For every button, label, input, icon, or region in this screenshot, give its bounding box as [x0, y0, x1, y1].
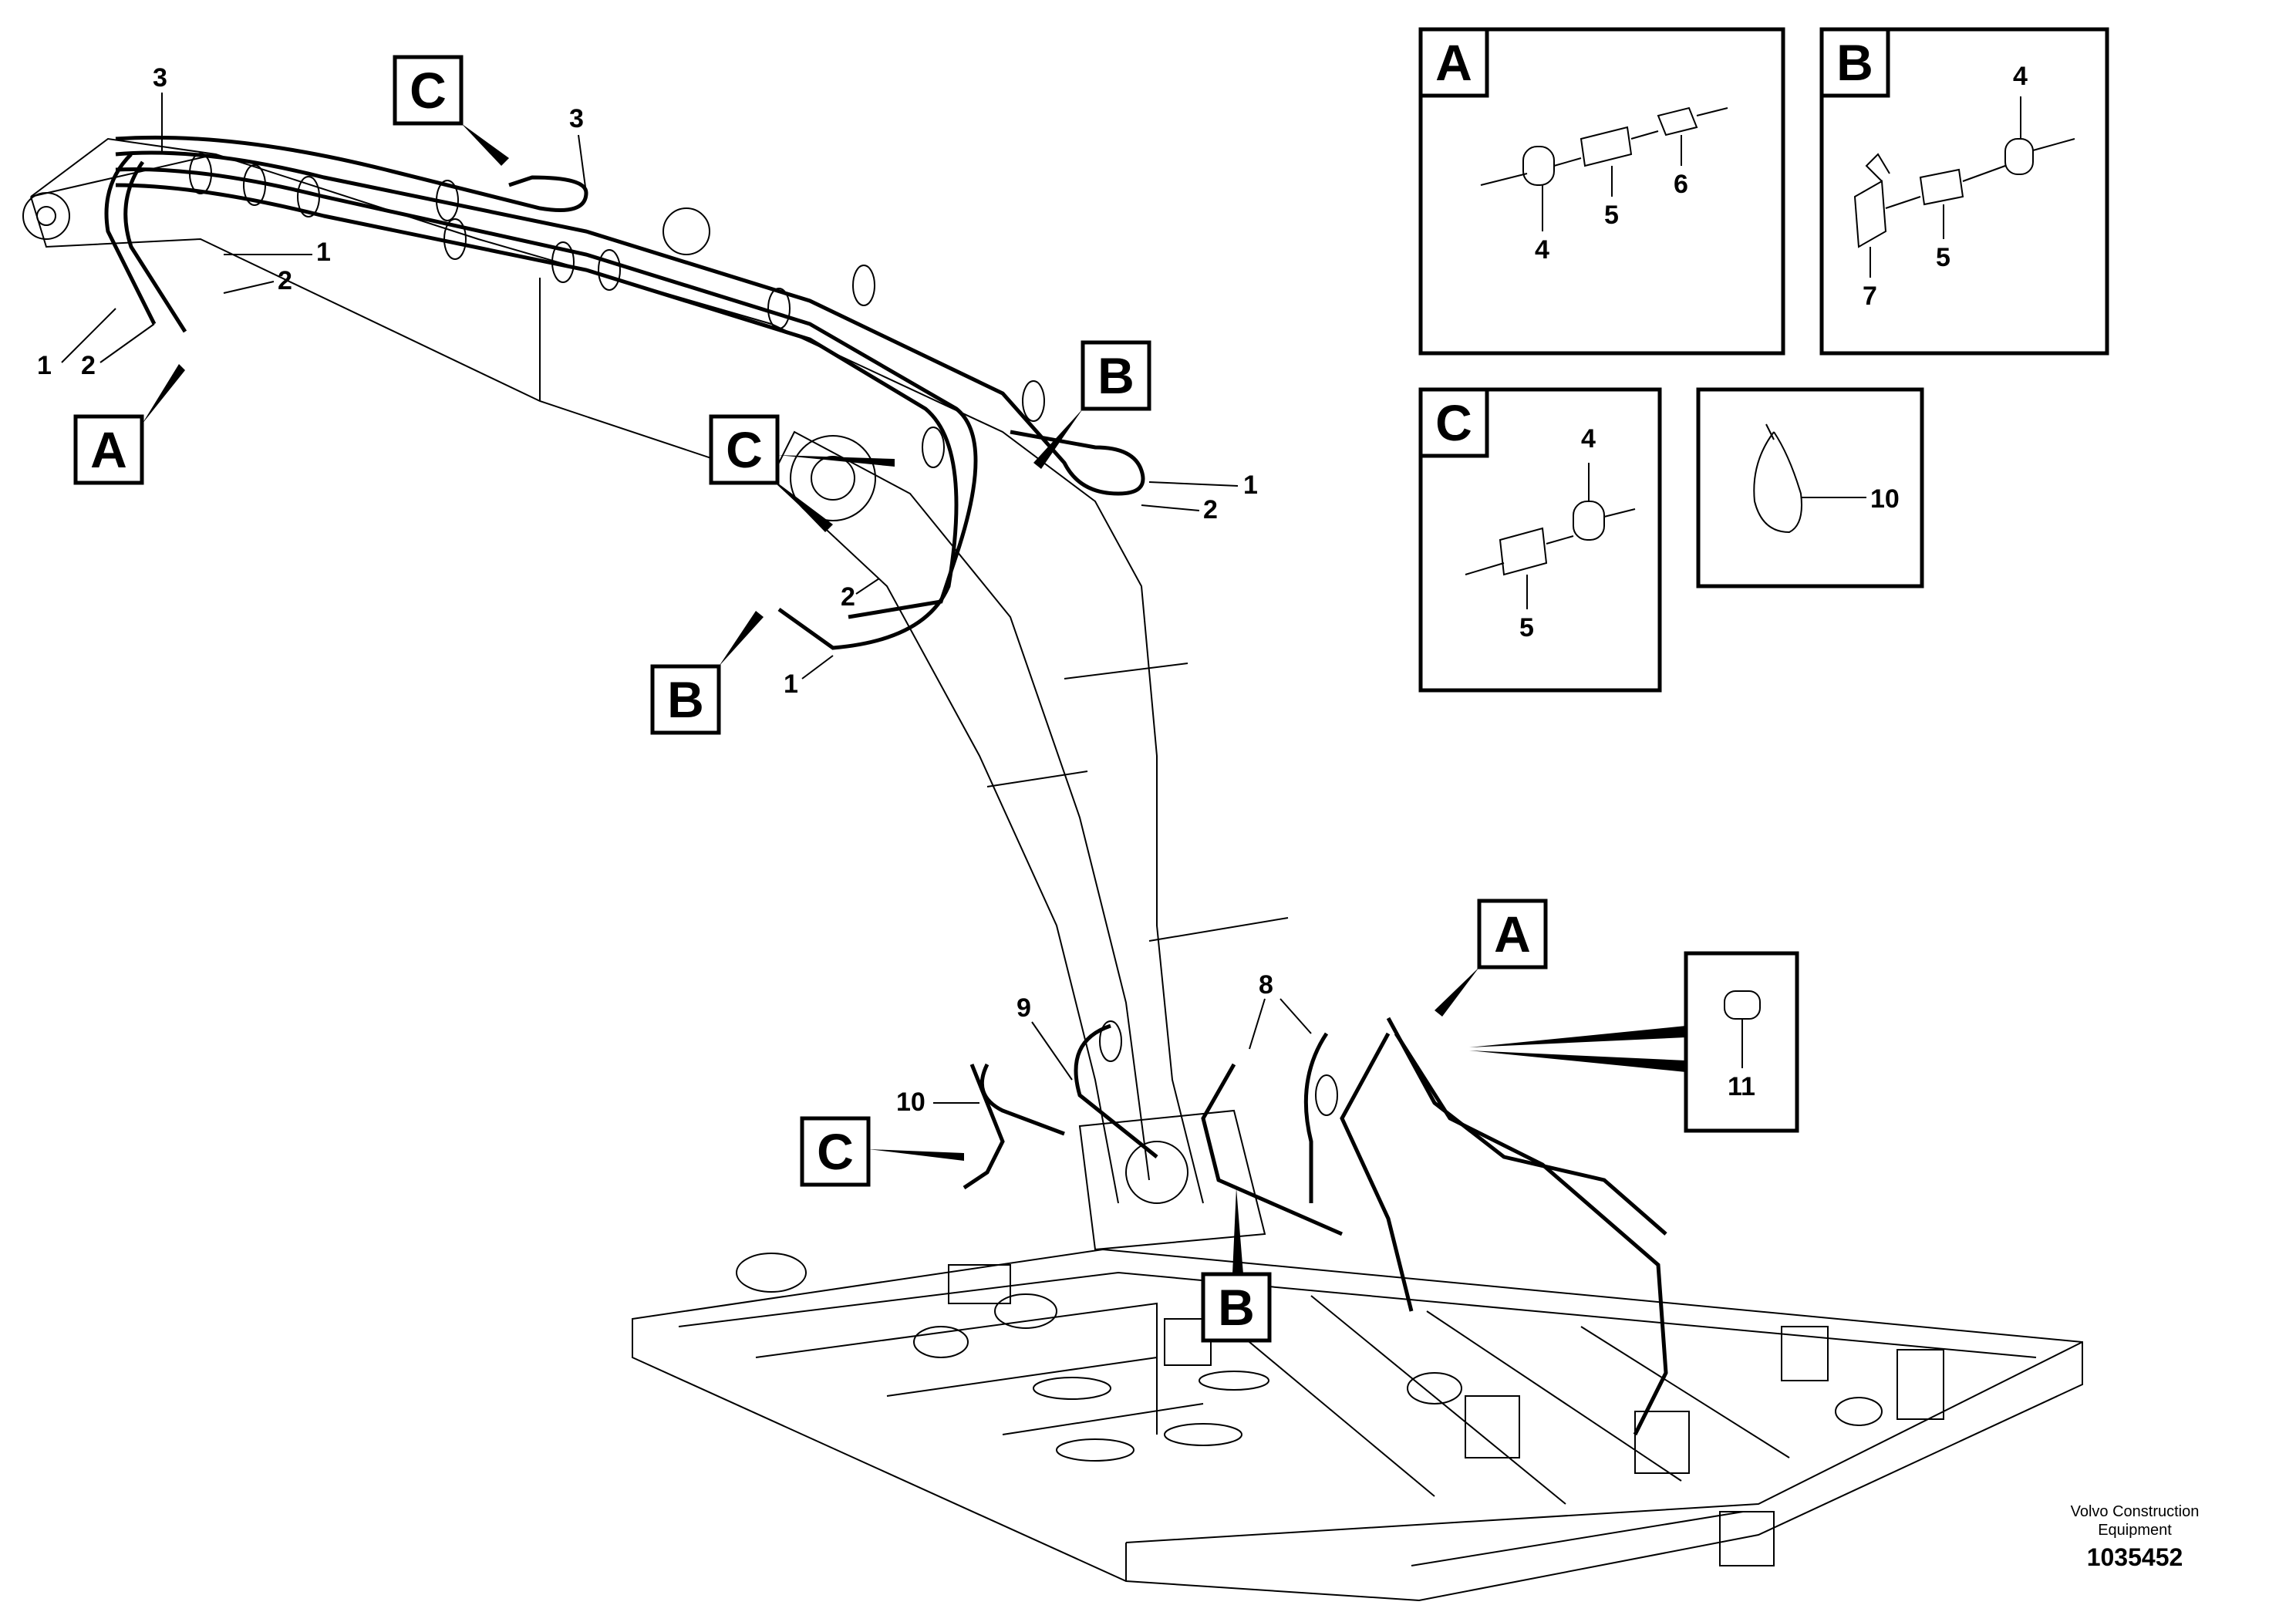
tag-b-upper: B: [1033, 340, 1151, 469]
svg-text:B: B: [1218, 1279, 1255, 1336]
detail-view-a: A 4 5 6: [1418, 27, 1785, 356]
tag-c-mid: C: [709, 414, 895, 532]
svg-text:B: B: [667, 671, 704, 728]
callout-1-right: 1: [1243, 470, 1258, 500]
detail-view-c: C 4 5: [1418, 387, 1662, 693]
detail-a-callout-6: 6: [1674, 170, 1688, 199]
callout-8: 8: [1259, 970, 1273, 1000]
callout-9: 9: [1017, 993, 1031, 1023]
callout-2-left-upper: 2: [278, 266, 292, 295]
callout-1-left-upper: 1: [316, 238, 331, 267]
detail-b-callout-5: 5: [1936, 243, 1950, 272]
detail-view-b: B 4 5 7: [1819, 27, 2109, 356]
detail-plug-callout-11: 11: [1728, 1072, 1755, 1101]
svg-text:C: C: [817, 1123, 854, 1180]
detail-b-title: B: [1836, 34, 1873, 91]
tag-a-lower: A: [1435, 899, 1548, 1017]
company-name-line1: Volvo Construction: [2071, 1503, 2200, 1520]
detail-c-callout-5: 5: [1519, 613, 1534, 642]
tag-c-lower: C: [800, 1116, 964, 1187]
callouts-main: 3 1 2 1 2 3 1 2 2 1 9 8 10: [37, 63, 1312, 1117]
detail-b-callout-4: 4: [2013, 62, 2028, 91]
callout-2-mid: 2: [841, 582, 855, 612]
drawing-number: 1035452: [2087, 1543, 2183, 1571]
upper-frame: [632, 1248, 2083, 1602]
callout-3-top-mid: 3: [569, 104, 584, 133]
reference-tags: C A C B B A: [73, 55, 1548, 1343]
tag-a-left: A: [73, 364, 185, 485]
detail-a-callout-4: 4: [1535, 235, 1549, 265]
callout-2-left-lower: 2: [81, 351, 96, 380]
callout-2-right: 2: [1203, 495, 1218, 524]
svg-text:A: A: [1494, 905, 1531, 963]
tag-b-mid: B: [650, 611, 764, 735]
detail-c-callout-4: 4: [1581, 424, 1596, 454]
svg-text:C: C: [726, 421, 763, 478]
svg-text:B: B: [1097, 347, 1135, 404]
detail-a-title: A: [1435, 34, 1472, 91]
svg-text:A: A: [90, 421, 127, 478]
detail-c-title: C: [1435, 394, 1472, 451]
detail-b-callout-7: 7: [1863, 282, 1877, 311]
callout-3-top-left: 3: [153, 63, 167, 93]
detail-a-callout-5: 5: [1604, 201, 1619, 230]
hoses: [104, 135, 1668, 1436]
callout-1-left-lower: 1: [37, 351, 52, 380]
detail-view-cable-tie: 10: [1696, 387, 1924, 588]
detail-cable-tie-callout-10: 10: [1870, 484, 1900, 514]
callout-1-mid: 1: [784, 669, 798, 699]
callout-10-main: 10: [896, 1088, 925, 1117]
hose-clamps: [189, 153, 1338, 1116]
tag-b-lower: B: [1201, 1188, 1272, 1343]
footer: Volvo Construction Equipment 1035452: [2071, 1503, 2200, 1571]
tag-c-top: C: [393, 55, 509, 166]
company-name-line2: Equipment: [2098, 1522, 2172, 1539]
svg-text:C: C: [410, 62, 447, 119]
detail-view-plug: 11: [1469, 951, 1799, 1133]
